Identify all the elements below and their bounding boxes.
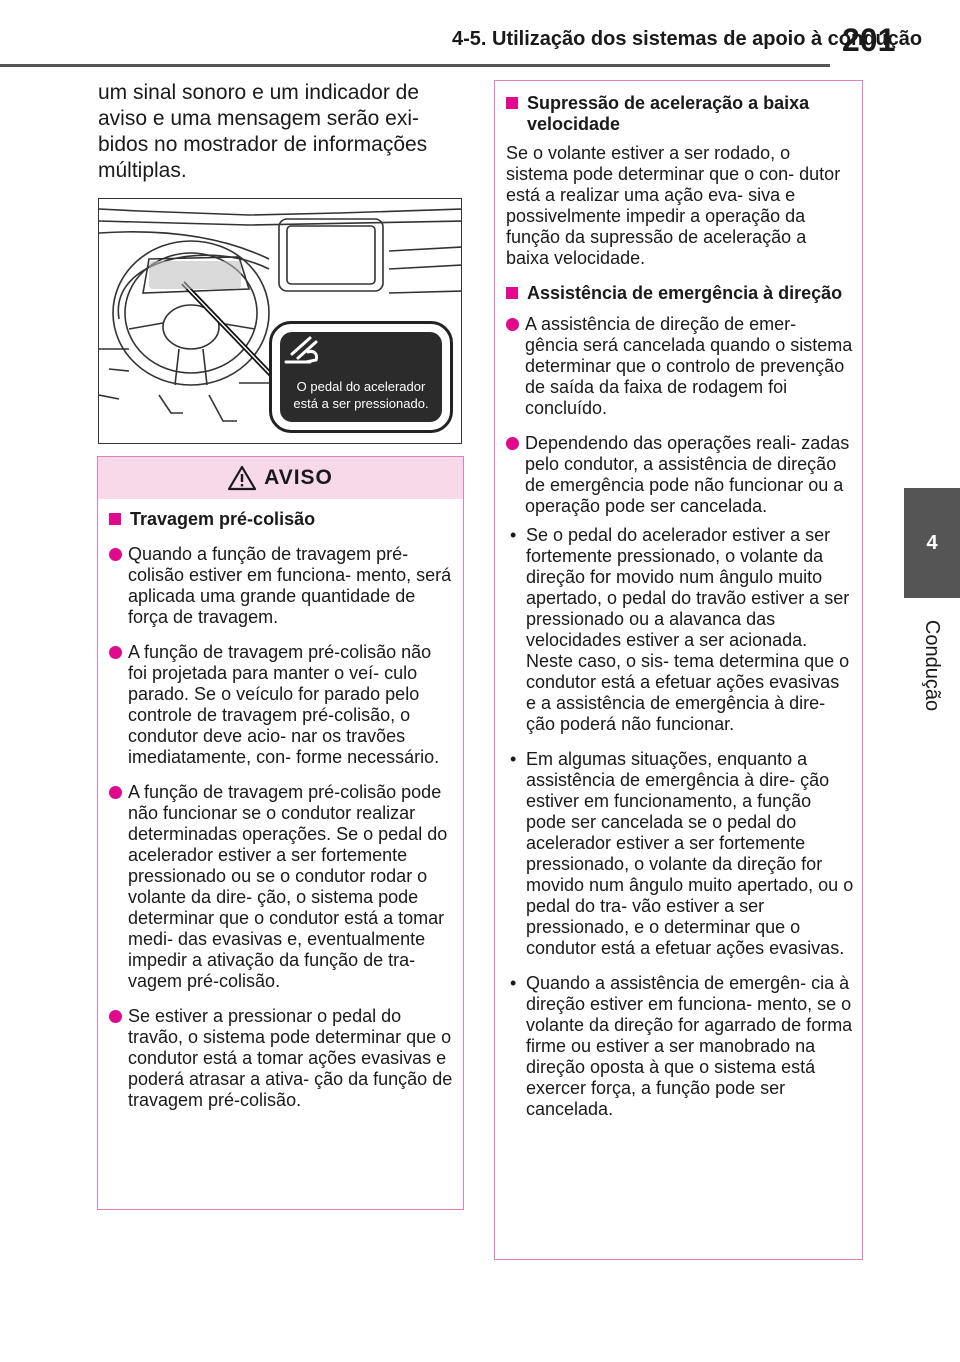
circle-bullet-icon (109, 548, 122, 561)
intro-paragraph: um sinal sonoro e um indicador de aviso … (98, 81, 428, 182)
info-section-title: Assistência de emergência à direção (527, 283, 843, 303)
square-icon (109, 513, 121, 525)
warning-bullet-text: Se estiver a pressionar o pedal do travã… (128, 1006, 453, 1110)
info-dash-text: Quando a assistência de emergên- cia à d… (526, 973, 853, 1119)
header-rule (0, 64, 830, 67)
info-body: Supressão de aceleração a baixa velocida… (506, 93, 854, 1120)
warning-bullet: A função de travagem pré-colisão não foi… (109, 642, 454, 768)
info-section-text: Se o volante estiver a ser rodado, o sis… (506, 143, 841, 268)
message-callout: O pedal do acelerador está a ser pressio… (269, 321, 453, 433)
info-bullet: Dependendo das operações reali- zadas pe… (506, 433, 854, 517)
circle-bullet-icon (506, 318, 519, 331)
info-dash-item: • Quando a assistência de emergên- cia à… (506, 973, 854, 1120)
info-dash-item: • Se o pedal do acelerador estiver a ser… (506, 525, 854, 735)
callout-line-1: O pedal do acelerador (296, 379, 426, 394)
square-icon (506, 287, 518, 299)
small-bullet-icon: • (510, 525, 517, 545)
warning-section-title: Travagem pré-colisão (130, 509, 316, 529)
warning-bullet-text: A função de travagem pré-colisão pode nã… (128, 782, 448, 991)
warning-bullet-text: A função de travagem pré-colisão não foi… (128, 642, 440, 767)
info-bullet-text: A assistência de direção de emer- gência… (525, 314, 853, 418)
chapter-tab-label-wrap: Condução (904, 610, 960, 720)
warning-bullet: Quando a função de travagem pré-colisão … (109, 544, 454, 628)
message-display: O pedal do acelerador está a ser pressio… (280, 332, 442, 422)
chapter-tab-label: Condução (921, 619, 944, 711)
warning-triangle-icon (228, 465, 257, 491)
chapter-title: 4-5. Utilização dos sistemas de apoio à … (452, 28, 923, 50)
small-bullet-icon: • (510, 749, 517, 769)
square-icon (506, 97, 518, 109)
warning-label: AVISO (264, 466, 333, 489)
dashboard-drawing (99, 208, 461, 422)
info-bullet: A assistência de direção de emer- gência… (506, 314, 854, 419)
circle-bullet-icon (506, 437, 519, 450)
warning-header: AVISO (98, 457, 463, 499)
info-dash-text: Em algumas situações, enquanto a assistê… (526, 749, 854, 958)
info-dash-text: Se o pedal do acelerador estiver a ser f… (526, 525, 850, 734)
dashboard-illustration: O pedal do acelerador está a ser pressio… (98, 198, 462, 444)
info-box: Supressão de aceleração a baixa velocida… (494, 80, 863, 1260)
info-dash-item: • Em algumas situações, enquanto a assis… (506, 749, 854, 959)
small-bullet-icon: • (510, 973, 517, 993)
info-section-heading: Supressão de aceleração a baixa velocida… (506, 93, 854, 135)
chapter-tab: 4 (904, 488, 960, 598)
circle-bullet-icon (109, 786, 122, 799)
callout-line-2: está a ser pressionado. (293, 396, 429, 411)
warning-bullet: A função de travagem pré-colisão pode nã… (109, 782, 454, 992)
info-bullet-text: Dependendo das operações reali- zadas pe… (525, 433, 850, 516)
info-section-heading: Assistência de emergência à direção (506, 283, 854, 304)
callout-text: O pedal do acelerador está a ser pressio… (280, 378, 442, 412)
warning-bullet: Se estiver a pressionar o pedal do travã… (109, 1006, 454, 1111)
warning-bullet-text: Quando a função de travagem pré-colisão … (128, 544, 452, 627)
pedal-press-icon (284, 336, 318, 364)
circle-bullet-icon (109, 1010, 122, 1023)
info-section-title: Supressão de aceleração a baixa velocida… (527, 93, 810, 134)
warning-body: Travagem pré-colisão Quando a função de … (109, 509, 454, 1111)
warning-box: AVISO Travagem pré-colisão Quando a funç… (97, 456, 464, 1210)
page-number: 201 (842, 22, 896, 58)
warning-section-heading: Travagem pré-colisão (109, 509, 454, 530)
circle-bullet-icon (109, 646, 122, 659)
